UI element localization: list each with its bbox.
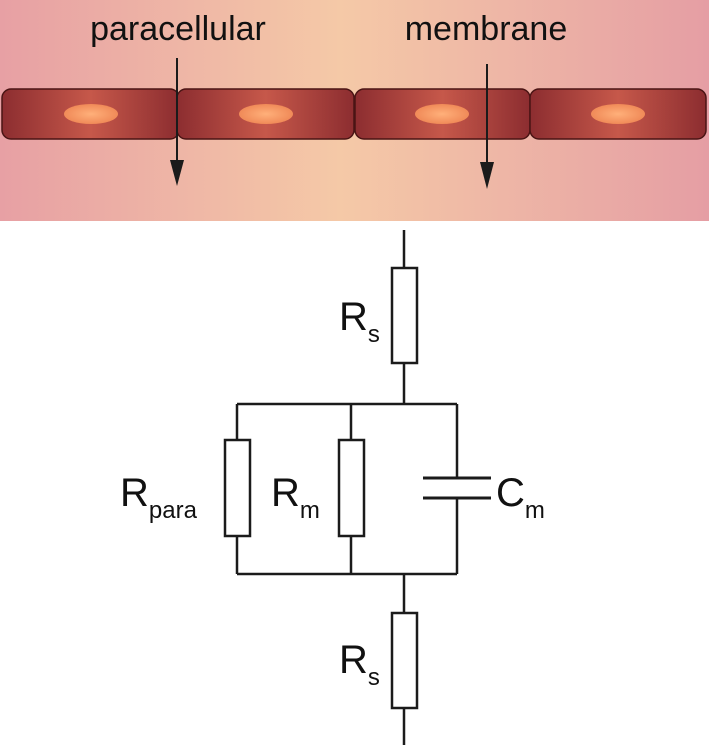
arrow-paracellular xyxy=(170,58,184,186)
label-cm-main: C xyxy=(496,471,525,515)
circuit xyxy=(223,230,491,745)
nucleus-4 xyxy=(591,104,645,124)
resistor-rm xyxy=(337,438,366,538)
label-rpara-sub: para xyxy=(149,497,198,524)
label-rs-bottom: Rs xyxy=(339,638,380,691)
label-rm-main: R xyxy=(271,471,300,515)
label-rm: Rm xyxy=(271,471,320,524)
label-rpara-main: R xyxy=(120,471,149,515)
label-cm: Cm xyxy=(496,471,545,524)
cell-row xyxy=(1,88,707,140)
nucleus-1 xyxy=(64,104,118,124)
label-rs-top-main: R xyxy=(339,295,368,339)
label-cm-sub: m xyxy=(525,497,545,524)
label-membrane: membrane xyxy=(405,10,568,48)
label-paracellular: paracellular xyxy=(90,10,266,48)
label-rpara: Rpara xyxy=(120,471,198,524)
cell-3 xyxy=(354,88,531,140)
resistor-rpara xyxy=(223,438,252,538)
epithelium-panel: paracellular membrane xyxy=(0,0,709,221)
circuit-labels: Rs Rpara Rm Cm Rs xyxy=(120,295,545,691)
cell-2 xyxy=(176,88,355,140)
label-rs-top-sub: s xyxy=(368,321,380,348)
cell-4 xyxy=(529,88,707,140)
label-rm-sub: m xyxy=(300,497,320,524)
nucleus-2 xyxy=(239,104,293,124)
nucleus-3 xyxy=(415,104,469,124)
label-rs-bottom-main: R xyxy=(339,638,368,682)
label-rs-bottom-sub: s xyxy=(368,664,380,691)
label-rs-top: Rs xyxy=(339,295,380,348)
resistor-rs-top xyxy=(390,266,419,365)
cell-1 xyxy=(1,88,180,140)
arrow-membrane xyxy=(480,64,494,189)
resistor-rs-bottom xyxy=(390,611,419,710)
